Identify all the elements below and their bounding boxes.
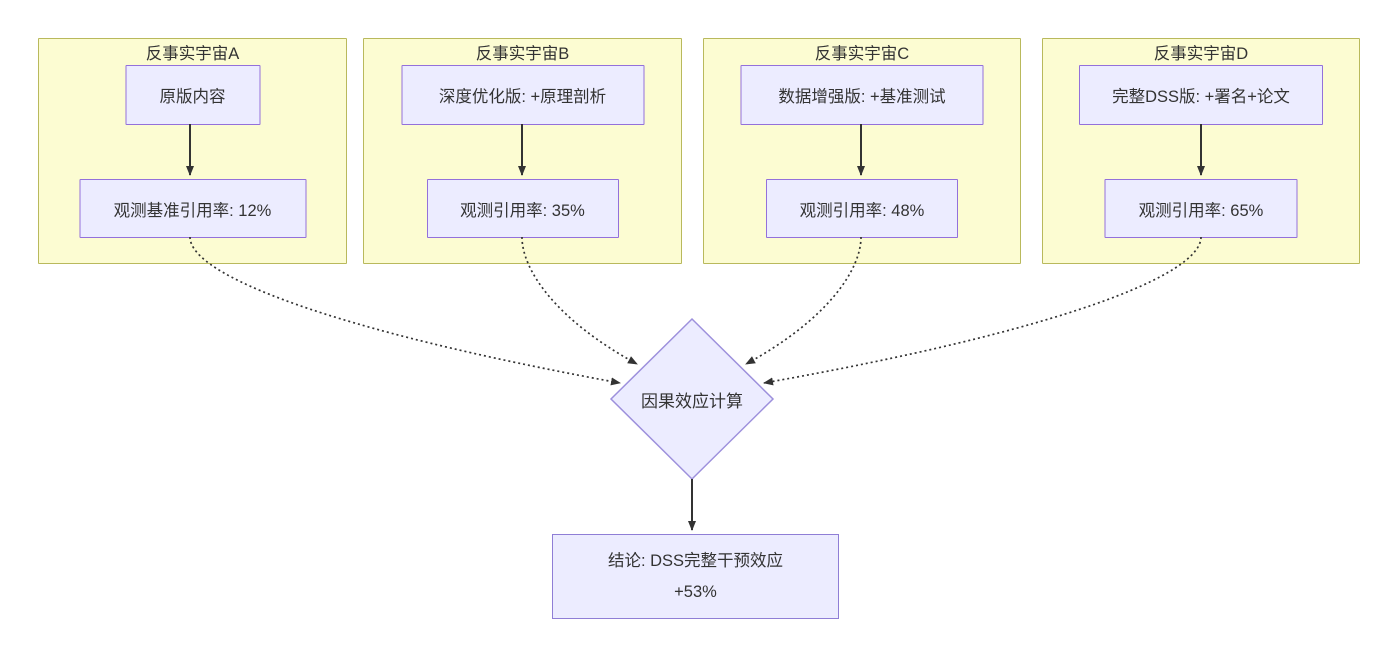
- node-input-c: 数据增强版: +基准测试: [740, 65, 984, 125]
- universe-d-title: 反事实宇宙D: [1153, 45, 1249, 63]
- node-observation-d-label: 观测引用率: 65%: [1138, 201, 1264, 220]
- universe-a-container: 反事实宇宙A 原版内容 观测基准引用率: 12%: [38, 38, 347, 264]
- node-observation-a-label: 观测基准引用率: 12%: [113, 201, 272, 220]
- universe-c-container: 反事实宇宙C 数据增强版: +基准测试 观测引用率: 48%: [703, 38, 1021, 264]
- conclusion-node: 结论: DSS完整干预效应 +53%: [552, 534, 839, 619]
- universe-b-title: 反事实宇宙B: [475, 45, 570, 63]
- node-input-b-label: 深度优化版: +原理剖析: [438, 88, 607, 106]
- node-input-c-label: 数据增强版: +基准测试: [778, 88, 946, 106]
- universe-c-title: 反事实宇宙C: [814, 45, 910, 63]
- conclusion-line2: +53%: [674, 582, 717, 601]
- node-observation-b: 观测引用率: 35%: [426, 179, 619, 238]
- node-input-d: 完整DSS版: +署名+论文: [1079, 65, 1323, 125]
- universe-b-container: 反事实宇宙B 深度优化版: +原理剖析 观测引用率: 35%: [363, 38, 682, 264]
- node-observation-d: 观测引用率: 65%: [1104, 179, 1298, 238]
- node-input-a: 原版内容: [125, 65, 260, 125]
- conclusion-line1: 结论: DSS完整干预效应: [607, 551, 784, 570]
- node-input-b: 深度优化版: +原理剖析: [401, 65, 644, 125]
- node-observation-c-label: 观测引用率: 48%: [799, 201, 925, 220]
- universe-a-title: 反事实宇宙A: [145, 45, 240, 63]
- node-observation-b-label: 观测引用率: 35%: [460, 201, 585, 220]
- node-input-a-label: 原版内容: [159, 88, 226, 106]
- node-input-d-label: 完整DSS版: +署名+论文: [1112, 88, 1290, 106]
- decision-label: 因果效应计算: [641, 392, 743, 411]
- universe-d-container: 反事实宇宙D 完整DSS版: +署名+论文 观测引用率: 65%: [1042, 38, 1360, 264]
- node-observation-a: 观测基准引用率: 12%: [79, 179, 306, 238]
- node-observation-c: 观测引用率: 48%: [766, 179, 958, 238]
